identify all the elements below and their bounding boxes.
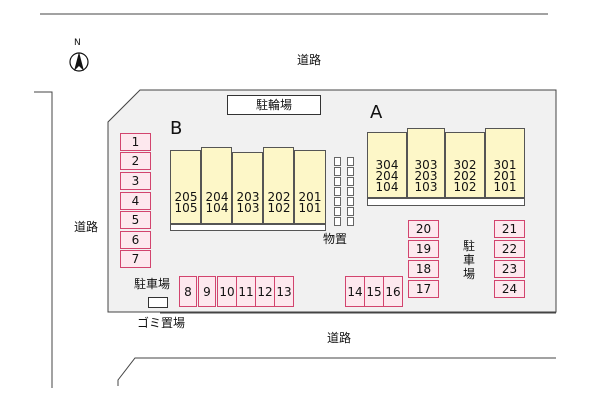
building-a-letter: A — [370, 102, 383, 123]
north-label: N — [74, 38, 81, 48]
parking-space: 8 — [179, 276, 197, 307]
parking-space: 21 — [494, 220, 525, 238]
bike-slot — [347, 187, 354, 196]
road-label-bottom: 道路 — [327, 331, 352, 345]
building-a-unit — [485, 128, 525, 198]
parking-space: 10 — [217, 276, 237, 307]
bike-slot — [334, 157, 341, 166]
bike-slot — [334, 187, 341, 196]
parking-space: 16 — [383, 276, 403, 307]
parking-space: 22 — [494, 240, 525, 258]
building-b-unit — [170, 150, 201, 224]
bike-slot — [347, 177, 354, 186]
bike-slot — [347, 217, 354, 226]
storage-label: 物置 — [323, 232, 348, 246]
parking-space: 19 — [408, 240, 439, 258]
bike-slot — [347, 167, 354, 176]
building-b-unit — [232, 152, 263, 224]
parking-space: 6 — [120, 231, 151, 249]
garbage-label: ゴミ置場 — [137, 316, 186, 330]
bike-slot — [347, 157, 354, 166]
parking-space: 2 — [120, 152, 151, 170]
north-arrow-icon — [69, 52, 89, 72]
building-b-letter: B — [170, 118, 183, 139]
parking-space: 12 — [255, 276, 275, 307]
bike-slot — [334, 217, 341, 226]
building-b-unit — [201, 147, 232, 224]
road-label-top: 道路 — [297, 53, 322, 67]
parking-space: 4 — [120, 192, 151, 210]
bottom-road-edge-lower — [117, 357, 556, 386]
bike-slot — [347, 207, 354, 216]
building-a-unit — [367, 132, 407, 198]
parking-space: 24 — [494, 280, 525, 298]
left-road-edge — [34, 91, 53, 388]
parking-space: 13 — [274, 276, 294, 307]
parking-space: 9 — [198, 276, 216, 307]
bike-slot — [334, 177, 341, 186]
parking-space: 1 — [120, 133, 151, 151]
garbage-box — [148, 297, 168, 308]
parking-space: 23 — [494, 260, 525, 278]
building-b-unit — [263, 147, 294, 224]
road-label-left: 道路 — [74, 220, 99, 234]
parking-label-left: 駐車場 — [134, 277, 171, 291]
parking-space: 3 — [120, 172, 151, 190]
parking-label-right: 駐車場 — [462, 239, 475, 281]
parking-space: 11 — [236, 276, 256, 307]
building-b-balcony — [170, 224, 326, 231]
parking-space: 15 — [364, 276, 384, 307]
parking-space: 17 — [408, 280, 439, 298]
building-b-unit — [294, 150, 326, 224]
building-a-balcony — [367, 198, 525, 206]
bike-slot — [334, 197, 341, 206]
bike-slot — [347, 197, 354, 206]
parking-space: 7 — [120, 250, 151, 268]
bike-racks — [334, 157, 356, 233]
parking-space: 18 — [408, 260, 439, 278]
parking-space: 20 — [408, 220, 439, 238]
parking-space: 5 — [120, 211, 151, 229]
parking-space: 14 — [345, 276, 365, 307]
bike-slot — [334, 207, 341, 216]
building-a-unit — [407, 128, 445, 198]
bicycle-parking-box: 駐輪場 — [227, 95, 321, 115]
bike-slot — [334, 167, 341, 176]
building-a-unit — [445, 132, 485, 198]
